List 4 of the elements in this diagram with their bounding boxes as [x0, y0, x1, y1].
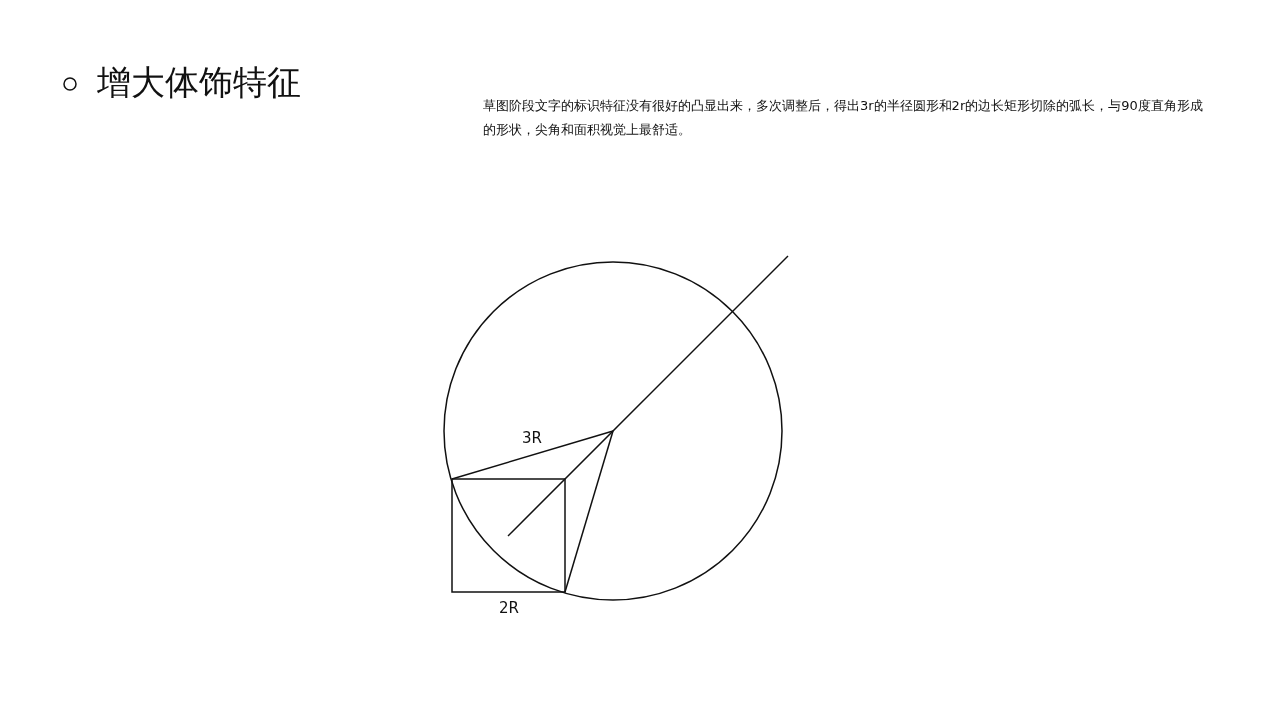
dimension-label: 3R — [522, 429, 542, 447]
dimension-label: 2R — [499, 599, 519, 617]
description-text: 草图阶段文字的标识特征没有很好的凸显出来，多次调整后，得出3r的半径圆形和2r的边长矩形切除的弧长，与90度直角形成的形状，尖角和面积视觉上最舒适。 — [483, 97, 1204, 139]
title: 增大体饰特征 — [97, 62, 301, 102]
